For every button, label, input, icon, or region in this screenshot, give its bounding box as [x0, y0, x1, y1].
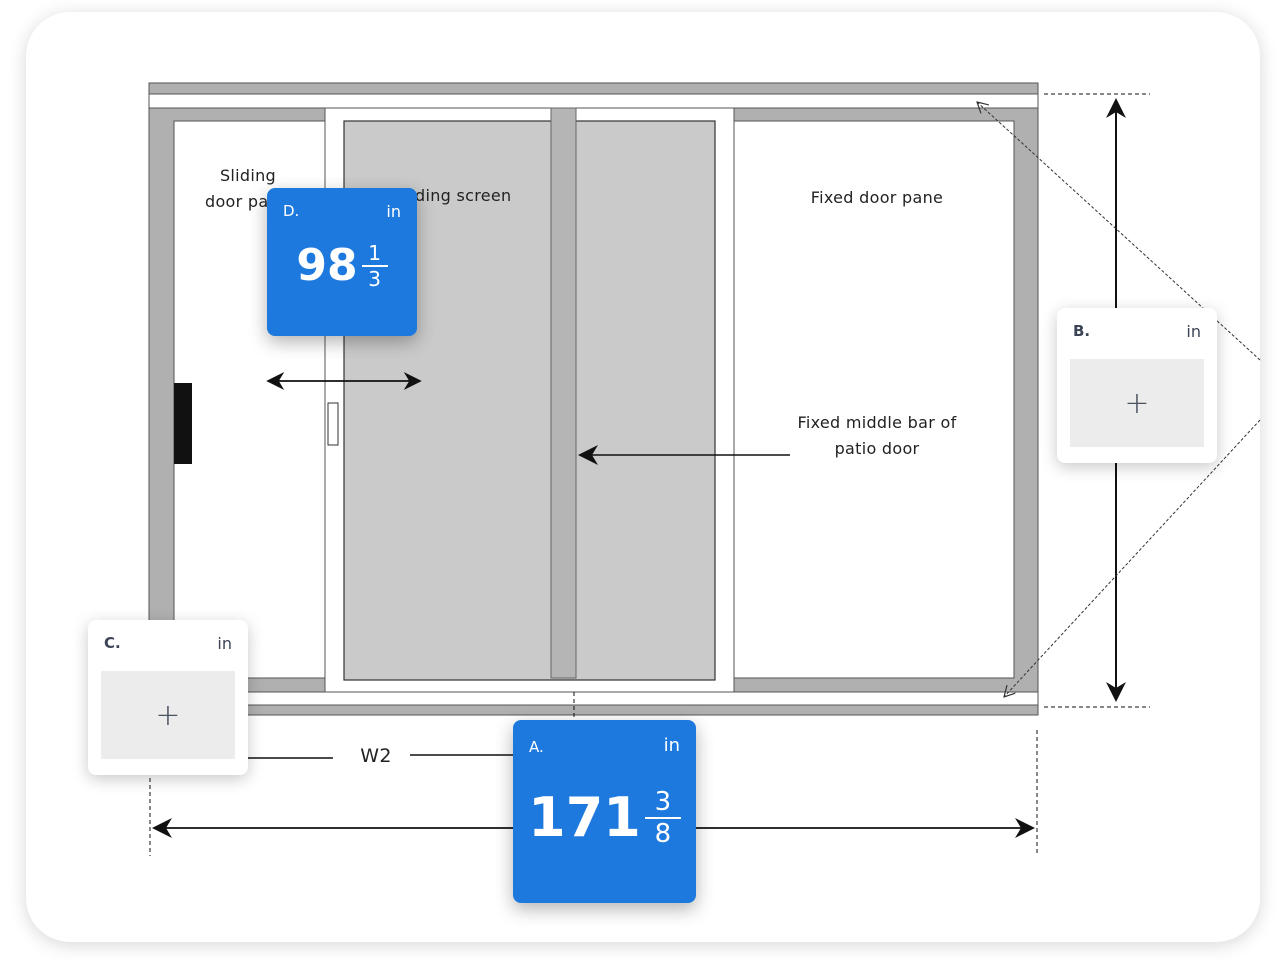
add-measurement-c-button[interactable]: +	[101, 671, 235, 759]
label-w2: W2	[360, 745, 391, 767]
measurement-value-a-whole: 171	[528, 786, 641, 849]
label-sliding-screen: ding screen	[415, 186, 511, 205]
measurement-unit-c: in	[217, 634, 232, 653]
label-fixed-middle-bar-2: patio door	[835, 439, 920, 458]
measurement-value-d-numerator: 1	[368, 240, 381, 265]
plus-icon: +	[155, 697, 181, 733]
measurement-value-a: 171 3 8	[513, 786, 696, 849]
measurement-value-d-whole: 98	[296, 240, 358, 291]
measurement-letter-c: C.	[104, 634, 121, 652]
measurement-value-a-denominator: 8	[654, 818, 672, 849]
label-fixed-middle-bar-1: Fixed middle bar of	[797, 413, 956, 432]
measurement-unit-b: in	[1186, 322, 1201, 341]
measurement-card-d[interactable]: D. in 98 1 3	[267, 188, 417, 336]
measurement-letter-d: D.	[283, 202, 300, 220]
measurement-card-c: C. in +	[88, 620, 248, 775]
label-sliding-door-pane-1: Sliding	[220, 166, 276, 185]
fixed-middle-bar	[550, 107, 577, 679]
measurement-value-a-numerator: 3	[654, 786, 672, 817]
measurement-letter-b: B.	[1073, 322, 1091, 340]
label-sliding-door-pane-2: door pa	[205, 192, 268, 211]
measurement-value-d: 98 1 3	[267, 240, 417, 291]
fixed-door-pane	[733, 120, 1015, 679]
measurement-letter-a: A.	[529, 738, 544, 756]
measurement-value-d-denominator: 3	[368, 266, 381, 291]
plus-icon: +	[1124, 385, 1150, 421]
door-handle	[174, 383, 192, 464]
measurement-card-b: B. in +	[1057, 308, 1217, 463]
add-measurement-b-button[interactable]: +	[1070, 359, 1204, 447]
measurement-card-a[interactable]: A. in 171 3 8	[513, 720, 696, 903]
label-fixed-door-pane: Fixed door pane	[811, 188, 943, 207]
diagonal-dimension	[977, 102, 1261, 697]
measurement-unit-a: in	[663, 735, 680, 756]
measurement-unit-d: in	[386, 202, 401, 221]
